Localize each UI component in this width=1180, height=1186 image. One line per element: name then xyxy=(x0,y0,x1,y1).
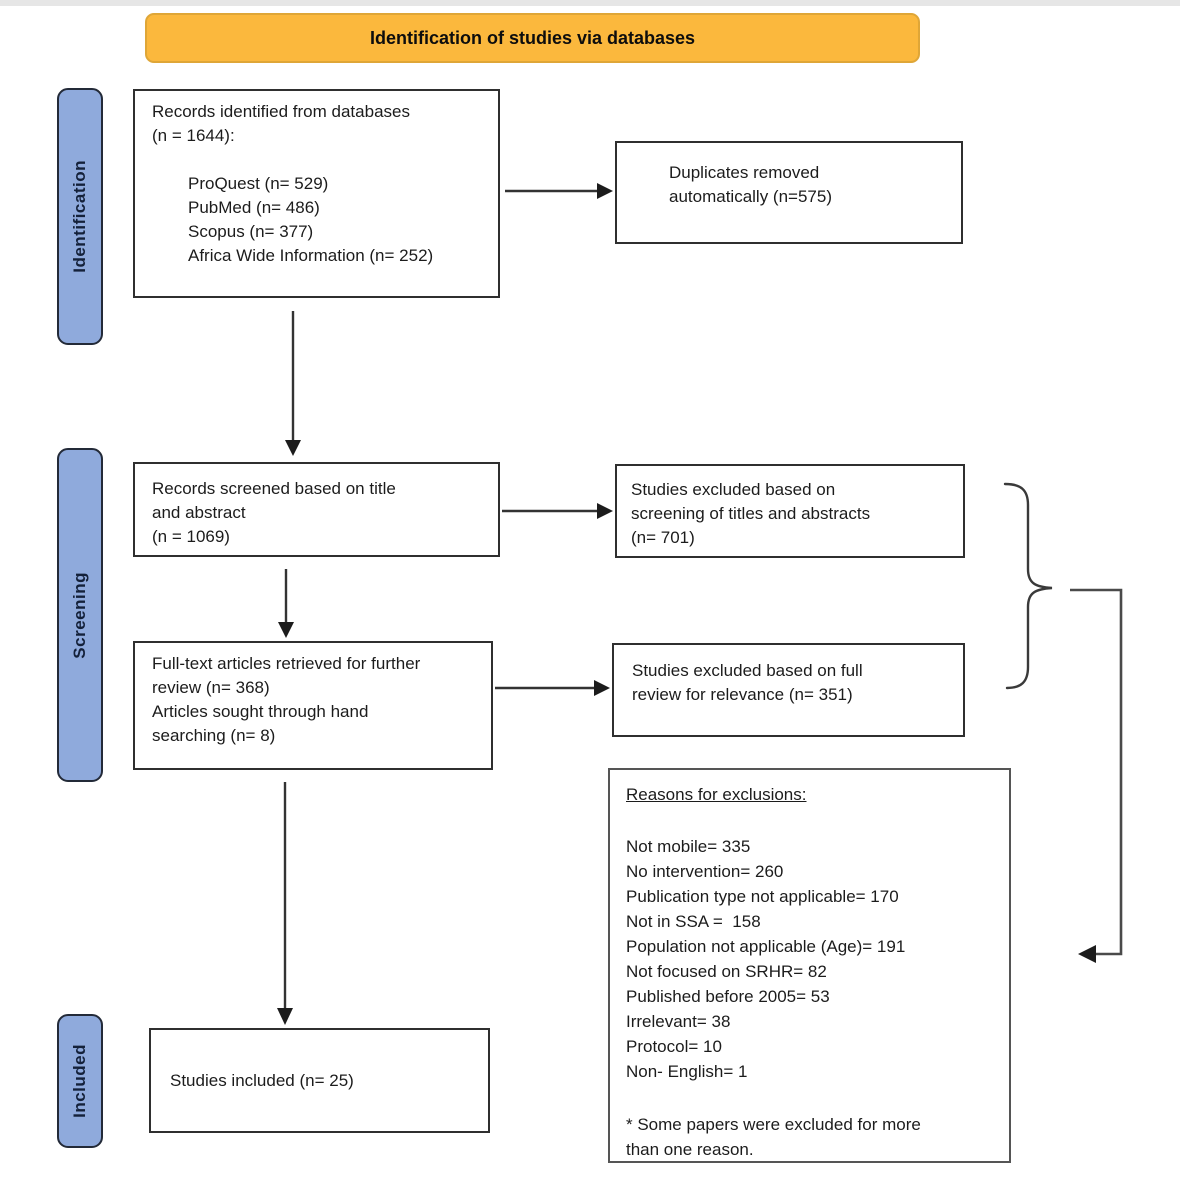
duplicates-line-1: Duplicates removed xyxy=(669,163,820,182)
box-duplicates-removed: Duplicates removed automatically (n=575) xyxy=(615,141,963,244)
records-source-proquest: ProQuest (n= 529) xyxy=(188,174,329,193)
box-studies-included: Studies included (n= 25) xyxy=(149,1028,490,1133)
reason-not-in-ssa: Not in SSA = 158 xyxy=(626,912,761,931)
fulltext-line-1: Full-text articles retrieved for further xyxy=(152,654,421,673)
reason-non-english: Non- English= 1 xyxy=(626,1062,748,1081)
arrow-records-to-screened-head xyxy=(285,440,301,456)
stage-label-identification-text: Identification xyxy=(70,160,89,273)
arrow-fulltext-to-included-head xyxy=(277,1008,293,1025)
studies-included-text: Studies included (n= 25) xyxy=(170,1070,354,1090)
reason-not-srhr: Not focused on SRHR= 82 xyxy=(626,962,827,981)
box-records-screened: Records screened based on title and abst… xyxy=(133,462,500,557)
stage-label-identification: Identification xyxy=(57,88,103,345)
diagram-title: Identification of studies via databases xyxy=(369,27,696,48)
fulltext-line-4: searching (n= 8) xyxy=(152,726,276,745)
brace-excluded-group xyxy=(1003,482,1053,690)
excluded-ta-line-3: (n= 701) xyxy=(631,528,695,547)
reasons-footnote: * Some papers were excluded for more tha… xyxy=(626,1112,997,1162)
excluded-fr-line-1: Studies excluded based on full xyxy=(632,661,863,680)
arrow-screened-to-excluded-head xyxy=(597,503,613,519)
stage-label-included-text: Included xyxy=(70,1044,89,1118)
box-excluded-title-abstract: Studies excluded based on screening of t… xyxy=(615,464,965,558)
arrow-records-to-duplicates-head xyxy=(597,183,613,199)
records-source-list: ProQuest (n= 529) PubMed (n= 486) Scopus… xyxy=(152,172,488,268)
screenshot-top-edge xyxy=(0,0,1180,6)
stage-label-screening: Screening xyxy=(57,448,103,782)
stage-label-included: Included xyxy=(57,1014,103,1148)
fulltext-line-2: review (n= 368) xyxy=(152,678,270,697)
records-source-scopus: Scopus (n= 377) xyxy=(188,222,314,241)
reason-irrelevant: Irrelevant= 38 xyxy=(626,1012,731,1031)
records-line-2: (n = 1644): xyxy=(152,126,235,145)
reasons-heading: Reasons for exclusions: xyxy=(626,785,807,804)
reason-not-mobile: Not mobile= 335 xyxy=(626,837,751,856)
records-source-africa-wide: Africa Wide Information (n= 252) xyxy=(188,246,434,265)
arrow-fulltext-to-excluded-head xyxy=(594,680,610,696)
screened-line-1: Records screened based on title xyxy=(152,479,396,498)
reason-publication-type: Publication type not applicable= 170 xyxy=(626,887,899,906)
arrow-screened-to-fulltext-head xyxy=(278,622,294,638)
records-source-pubmed: PubMed (n= 486) xyxy=(188,198,320,217)
excluded-fr-line-2: review for relevance (n= 351) xyxy=(632,685,853,704)
box-records-identified: Records identified from databases (n = 1… xyxy=(133,89,500,298)
box-exclusion-reasons: Reasons for exclusions: Not mobile= 335 … xyxy=(608,768,1011,1163)
screened-line-2: and abstract xyxy=(152,503,246,522)
screened-line-3: (n = 1069) xyxy=(152,527,230,546)
reason-no-intervention: No intervention= 260 xyxy=(626,862,784,881)
stage-label-screening-text: Screening xyxy=(70,571,89,659)
connector-brace-to-reasons-head xyxy=(1078,945,1096,963)
fulltext-line-3: Articles sought through hand xyxy=(152,702,369,721)
connector-brace-to-reasons-line xyxy=(1070,588,1123,956)
footnote-line-2: than one reason. xyxy=(626,1140,754,1159)
reason-population: Population not applicable (Age)= 191 xyxy=(626,937,906,956)
duplicates-line-2: automatically (n=575) xyxy=(669,187,833,206)
reason-published-before-2005: Published before 2005= 53 xyxy=(626,987,830,1006)
excluded-ta-line-2: screening of titles and abstracts xyxy=(631,504,871,523)
reason-protocol: Protocol= 10 xyxy=(626,1037,722,1056)
records-line-1: Records identified from databases xyxy=(152,102,410,121)
excluded-ta-line-1: Studies excluded based on xyxy=(631,480,836,499)
box-fulltext-retrieved: Full-text articles retrieved for further… xyxy=(133,641,493,770)
diagram-title-banner: Identification of studies via databases xyxy=(145,13,920,63)
box-excluded-full-review: Studies excluded based on full review fo… xyxy=(612,643,965,737)
footnote-line-1: * Some papers were excluded for more xyxy=(626,1115,921,1134)
